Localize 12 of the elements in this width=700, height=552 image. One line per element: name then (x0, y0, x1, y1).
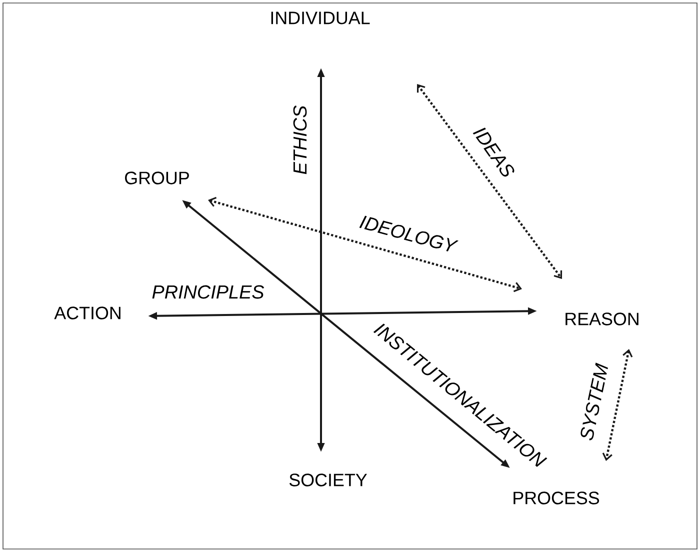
axis-label: PROCESS (514, 492, 600, 504)
axis-label: REASON (566, 312, 638, 326)
axis-label: INDIVIDUAL (271, 12, 370, 24)
edge-label: PRINCIPLES (152, 285, 264, 299)
edge-label: ETHICS (293, 106, 307, 174)
arrow (208, 196, 522, 292)
arrow (416, 84, 562, 279)
axis-label: GROUP (125, 172, 189, 184)
arrow (602, 349, 633, 461)
axis-label: ACTION (54, 306, 120, 320)
edge-label: SYSTEM (580, 362, 608, 440)
axis-label: SOCIETY (289, 474, 367, 486)
